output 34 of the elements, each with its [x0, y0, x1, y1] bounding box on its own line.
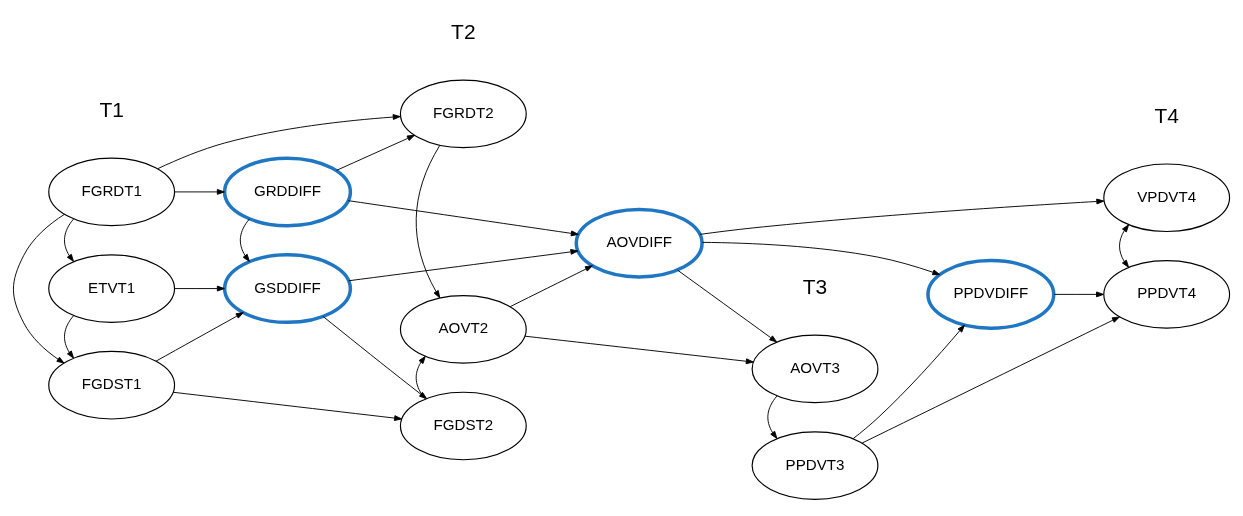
arrow	[701, 241, 941, 276]
arrow	[415, 356, 426, 400]
arrow	[64, 218, 74, 262]
arrow	[239, 218, 250, 262]
arrow	[524, 335, 754, 365]
arrow	[155, 312, 244, 362]
arrow	[852, 324, 965, 440]
arrow	[861, 316, 1120, 444]
node-ellipse: FGRDT2	[399, 79, 527, 149]
node-ellipse: FGRDT1	[48, 157, 176, 227]
arrow	[172, 391, 403, 421]
arrow	[767, 395, 778, 439]
arrow	[699, 198, 1105, 235]
label: T3	[802, 274, 828, 298]
node-ellipse: GRDDIFF	[222, 156, 353, 228]
arrow	[348, 249, 579, 282]
node-ellipse: AOVDIFF	[574, 207, 704, 279]
arrow	[336, 134, 415, 171]
label: T2	[451, 19, 476, 43]
arrow	[322, 316, 427, 400]
arrow	[174, 189, 225, 195]
arrow	[1119, 224, 1130, 268]
arrow	[12, 213, 65, 364]
arrow	[347, 200, 579, 237]
arrow	[677, 269, 778, 343]
arrow	[415, 145, 441, 299]
arrow	[157, 114, 401, 170]
label: T1	[99, 97, 124, 121]
label: T4	[1154, 103, 1179, 127]
arrow	[64, 315, 74, 359]
node-ellipse: PPDVDIFF	[926, 258, 1056, 330]
arrow	[174, 285, 225, 292]
arrow	[1053, 291, 1104, 298]
arrow	[509, 265, 593, 308]
